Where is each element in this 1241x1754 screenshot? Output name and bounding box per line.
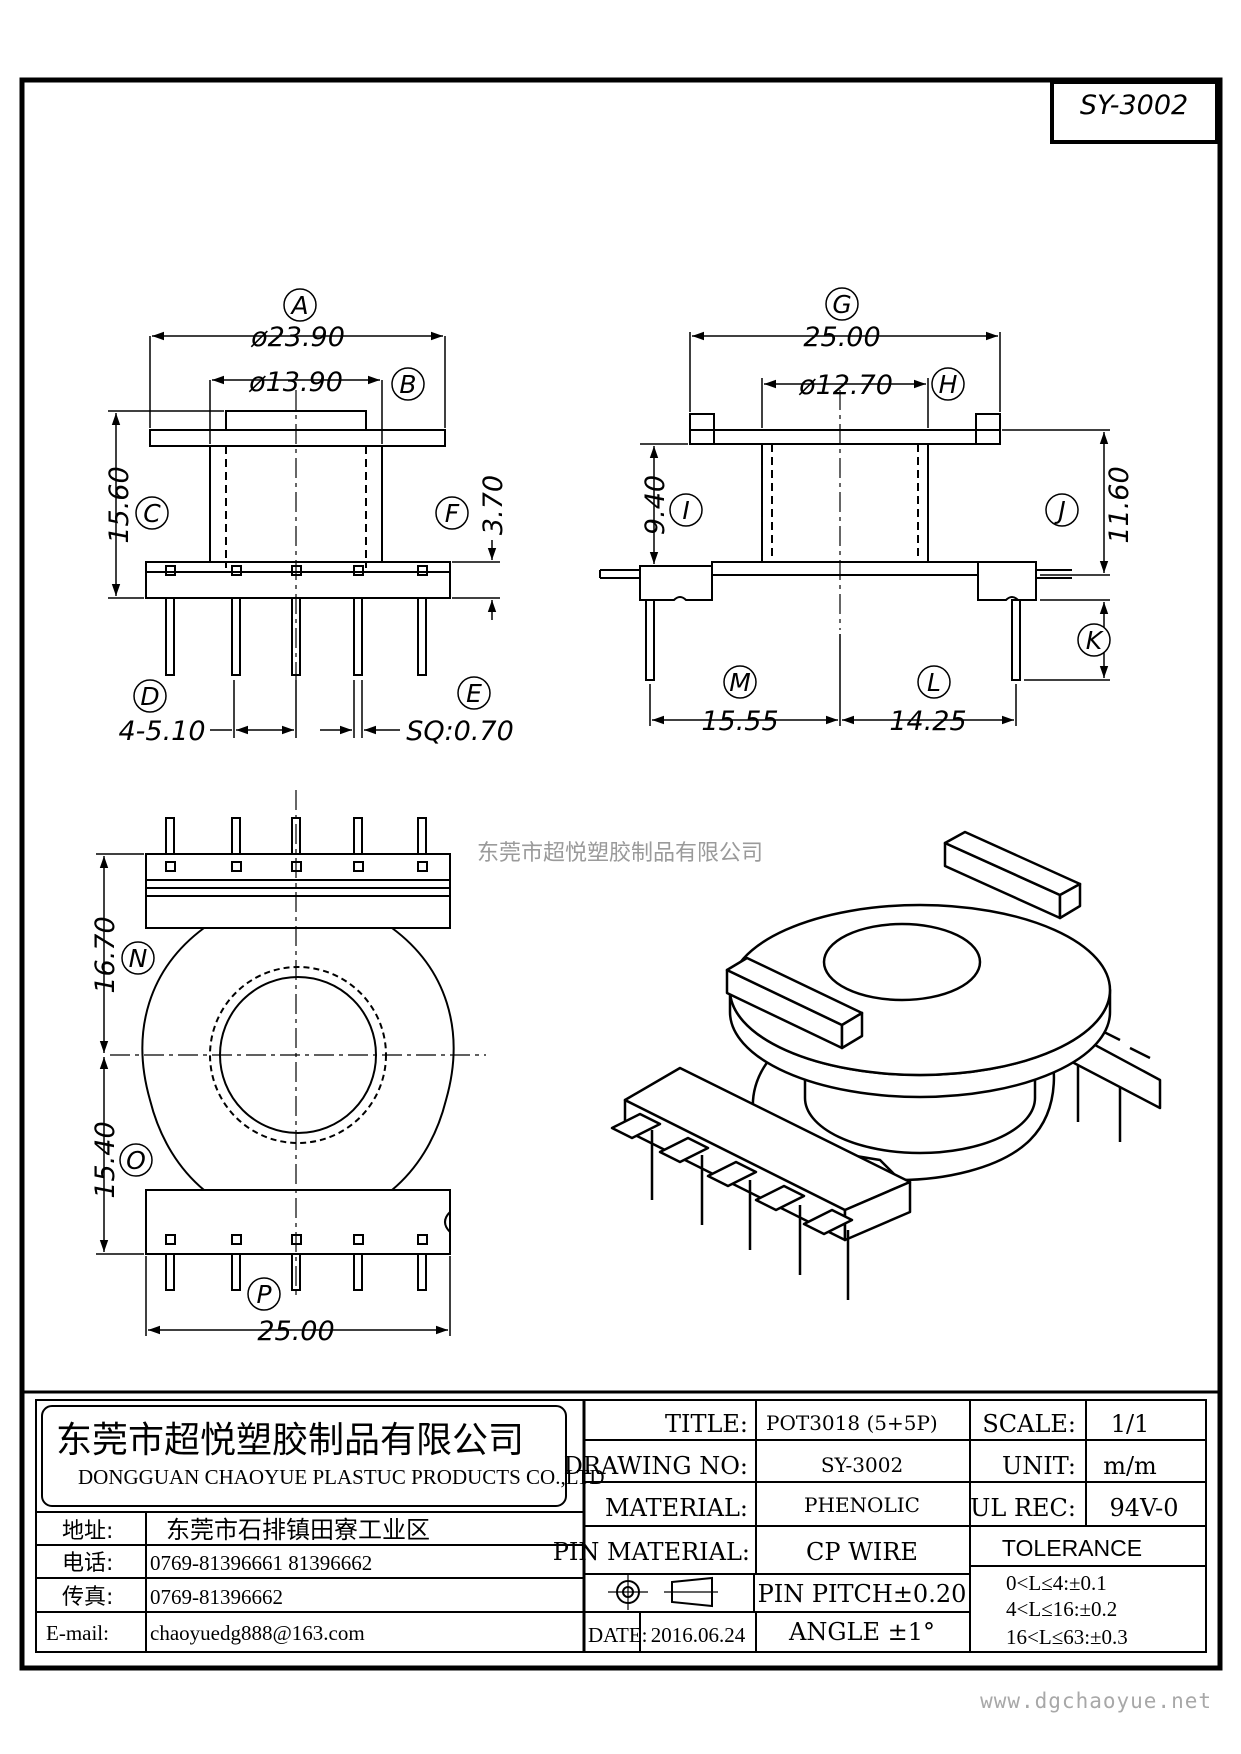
label-circle-e [457,676,491,710]
front-view-dimensions [108,331,500,738]
unit-value: m/m [1103,1452,1157,1480]
material-label: MATERIAL: [605,1494,748,1522]
label-f: F [445,499,460,528]
isometric-view [610,830,1162,1300]
outer-frame [19,77,1223,1671]
label-circle-l [917,665,951,699]
unit-label: UNIT: [1002,1452,1076,1480]
scale-label: SCALE: [982,1410,1076,1438]
dim-n-value: 16.70 [90,916,121,993]
address-label: 地址: [62,1519,113,1544]
dim-a-value: ø23.90 [250,322,345,353]
drawing-code-box: SY-3002 [1050,80,1219,144]
dim-i-value: 9.40 [640,475,671,535]
label-p: P [256,1280,272,1309]
tolerance-row-1: 0<L≤4:±0.1 [1006,1571,1107,1595]
dim-c-value: 15.60 [104,466,135,543]
pin-pitch: PIN PITCH±0.20 [758,1580,967,1608]
label-circle-p [247,1277,281,1311]
tolerance-row-2: 4<L≤16:±0.2 [1006,1597,1117,1621]
label-circle-o [119,1143,153,1177]
ul-label: UL REC: [970,1494,1076,1522]
label-circle-c [135,496,169,530]
dim-b-value: ø13.90 [248,367,343,398]
phone-label: 电话: [62,1551,113,1576]
label-g: G [832,290,851,319]
material-value: PHENOLIC [804,1493,920,1517]
dim-l-value: 14.25 [889,706,966,737]
bottom-view-dimensions [96,853,451,1336]
drawing-no-label: DRAWING NO: [564,1452,748,1480]
pin-material-value: CP WIRE [806,1538,918,1566]
dim-g-value: 25.00 [803,322,880,353]
label-h: H [939,370,958,399]
fax-value: 0769-81396662 [150,1585,283,1609]
title-block-text: 东莞市超悦塑胶制品有限公司 DONGGUAN CHAOYUE PLASTUC P… [46,1410,1179,1649]
label-e: E [466,679,482,708]
label-d: D [140,682,159,711]
label-circle-m [723,665,757,699]
angle-value: ANGLE ±1° [788,1618,935,1646]
title-block [22,1390,1220,1653]
label-circle-j [1045,493,1079,527]
dim-o-value: 15.40 [90,1121,121,1198]
title-value: POT3018 (5+5P) [766,1411,938,1435]
watermark-text: 东莞市超悦塑胶制品有限公司 [477,841,763,866]
label-circle-b [391,367,425,401]
label-circle-k [1077,623,1111,657]
label-k: K [1086,626,1105,655]
ul-value: 94V-0 [1109,1494,1178,1522]
dim-p-value: 25.00 [257,1316,334,1347]
label-circle-a [283,288,317,322]
label-circle-n [121,941,155,975]
label-circle-i [669,493,703,527]
dim-e-value: SQ:0.70 [406,716,514,747]
date-label: DATE: [588,1623,648,1647]
dimension-labels: A ø23.90 B ø13.90 C 15.60 F 3.70 D 4-5.1… [90,287,1135,1347]
label-n: N [129,944,148,973]
company-name-cn: 东莞市超悦塑胶制品有限公司 [56,1420,524,1461]
label-circle-f [435,496,469,530]
label-o: O [126,1146,146,1175]
fax-label: 传真: [62,1585,113,1610]
drawing-code: SY-3002 [1080,90,1188,121]
label-b: B [399,370,416,399]
dim-h-value: ø12.70 [798,370,893,401]
drawing-no-value: SY-3002 [821,1453,903,1477]
email-value: chaoyuedg888@163.com [150,1621,365,1645]
label-circle-g [825,287,859,321]
title-label: TITLE: [665,1410,748,1438]
label-a: A [289,291,308,320]
email-label: E-mail: [46,1621,109,1645]
label-l: L [927,668,941,697]
label-circle-d [133,679,167,713]
label-m: M [729,668,751,697]
scale-value: 1/1 [1111,1410,1150,1438]
website-url: www.dgchaoyue.net [980,1689,1212,1713]
dim-m-value: 15.55 [701,706,778,737]
label-c: C [143,499,161,528]
date-value: 2016.06.24 [651,1623,746,1647]
front-view [145,390,451,680]
tolerance-label: TOLERANCE [1002,1535,1142,1561]
side-view [599,390,1072,681]
dim-f-value: 3.70 [478,475,509,535]
bottom-view [110,790,486,1300]
address-value: 东莞市石排镇田寮工业区 [166,1516,430,1544]
side-view-dimensions [640,331,1110,726]
label-circle-h [931,367,965,401]
pin-material-label: PIN MATERIAL: [553,1538,750,1566]
dim-d-value: 4-5.10 [118,716,205,747]
dim-j-value: 11.60 [1104,466,1135,543]
phone-value: 0769-81396661 81396662 [150,1551,372,1575]
tolerance-row-3: 16<L≤63:±0.3 [1006,1625,1128,1649]
label-i: I [682,496,689,525]
company-name-en: DONGGUAN CHAOYUE PLASTUC PRODUCTS CO.,LT… [78,1465,605,1489]
